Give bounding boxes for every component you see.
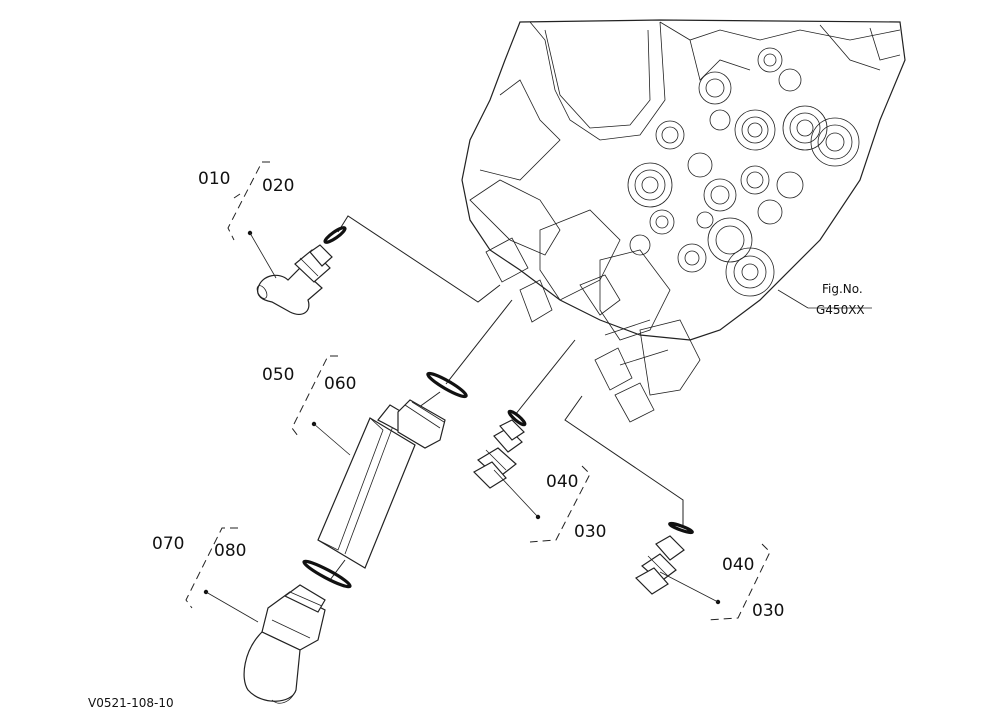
assembly-lines (329, 215, 684, 581)
drawing-code: V0521-108-10 (88, 696, 174, 710)
o-ring-040-lower (668, 521, 694, 535)
callout-060: 060 (324, 374, 356, 394)
group-brackets (185, 161, 771, 621)
callout-010: 010 (198, 169, 230, 189)
callout-030-lower: 030 (752, 601, 784, 621)
callout-050: 050 (262, 365, 294, 385)
o-ring-020 (323, 226, 347, 244)
fig-no-label: Fig.No. (822, 282, 863, 296)
o-ring-060 (426, 371, 468, 399)
adapter-fitting-030-lower (635, 535, 685, 595)
callout-leaders (205, 232, 872, 623)
callout-080: 080 (214, 541, 246, 561)
callout-040-upper: 040 (546, 472, 578, 492)
filter-cartridge-050 (317, 399, 446, 569)
callout-040-lower: 040 (722, 555, 754, 575)
elbow-fitting-070 (243, 584, 326, 704)
adapter-fitting-030-upper (473, 419, 525, 489)
elbow-fitting-010 (256, 244, 333, 315)
control-valve-block (461, 19, 906, 423)
callout-020: 020 (262, 176, 294, 196)
valve-ports (627, 47, 860, 297)
callout-030-upper: 030 (574, 522, 606, 542)
fig-no-value: G450XX (816, 303, 865, 317)
valve-lower-fittings (469, 179, 701, 423)
o-ring-080 (302, 559, 352, 589)
o-ring-040-upper (507, 409, 527, 427)
callout-070: 070 (152, 534, 184, 554)
